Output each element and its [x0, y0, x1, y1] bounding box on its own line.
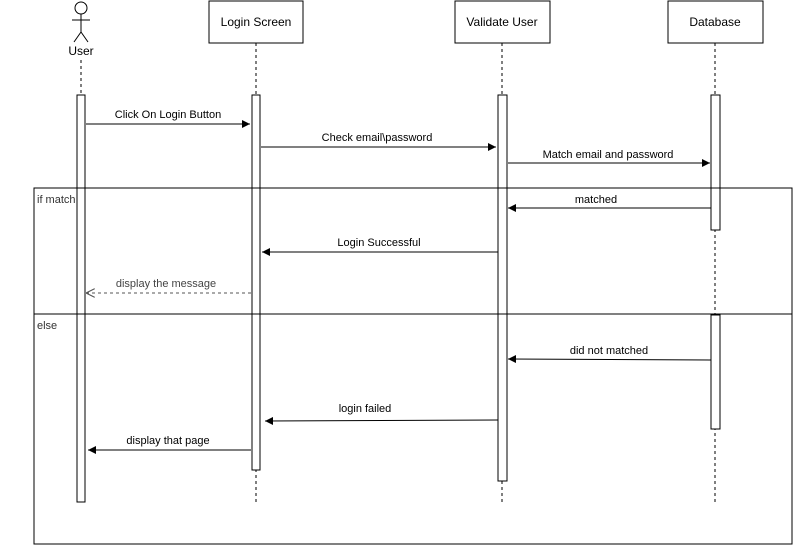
activation-bars	[76, 94, 721, 503]
participant-user-label: User	[68, 44, 93, 58]
fragment-frame	[33, 187, 793, 545]
message-match-credentials: Match email and password	[508, 149, 710, 167]
message-click-login: Click On Login Button	[86, 109, 250, 128]
message-label: did not matched	[570, 345, 648, 357]
participant-database: Database	[667, 0, 764, 44]
message-label: Check email\password	[322, 132, 433, 144]
activation-user	[76, 94, 86, 503]
message-label: display the message	[116, 278, 216, 290]
message-label: Match email and password	[543, 149, 674, 161]
message-label: login failed	[339, 403, 392, 415]
message-did-not-match: did not matched	[507, 345, 712, 364]
actor-right-leg	[80, 31, 89, 43]
activation-database-2	[710, 314, 721, 430]
message-label: matched	[575, 194, 617, 206]
message-label: display that page	[126, 435, 209, 447]
participant-box	[454, 0, 551, 44]
activation-login-screen	[251, 94, 261, 471]
participant-user	[72, 1, 90, 43]
alt-fragment: if match else	[33, 187, 793, 545]
message-arrow	[264, 416, 499, 425]
activation-database-1	[710, 94, 721, 231]
participant-validate-user-label: Validate User	[466, 15, 537, 29]
message-display-page: display that page	[88, 435, 251, 454]
message-check-credentials: Check email\password	[261, 132, 496, 151]
message-matched: matched	[508, 194, 711, 212]
message-label: Login Successful	[337, 237, 420, 249]
message-display-message: display the message	[86, 278, 251, 293]
participant-validate-user: Validate User	[454, 0, 551, 44]
participant-login-screen-label: Login Screen	[221, 15, 292, 29]
message-login-failed: login failed	[264, 403, 499, 425]
actor-left-leg	[73, 31, 82, 43]
participant-box	[667, 0, 764, 44]
participant-database-label: Database	[689, 15, 741, 29]
message-label: Click On Login Button	[115, 109, 221, 121]
activation-validate-user	[497, 94, 508, 482]
fragment-label-if-match: if match	[37, 194, 76, 206]
fragment-label-else: else	[37, 320, 57, 332]
participant-box	[208, 0, 304, 44]
message-arrow	[507, 355, 712, 364]
participant-login-screen: Login Screen	[208, 0, 304, 44]
actor-head	[74, 1, 88, 15]
message-login-successful: Login Successful	[262, 237, 498, 256]
